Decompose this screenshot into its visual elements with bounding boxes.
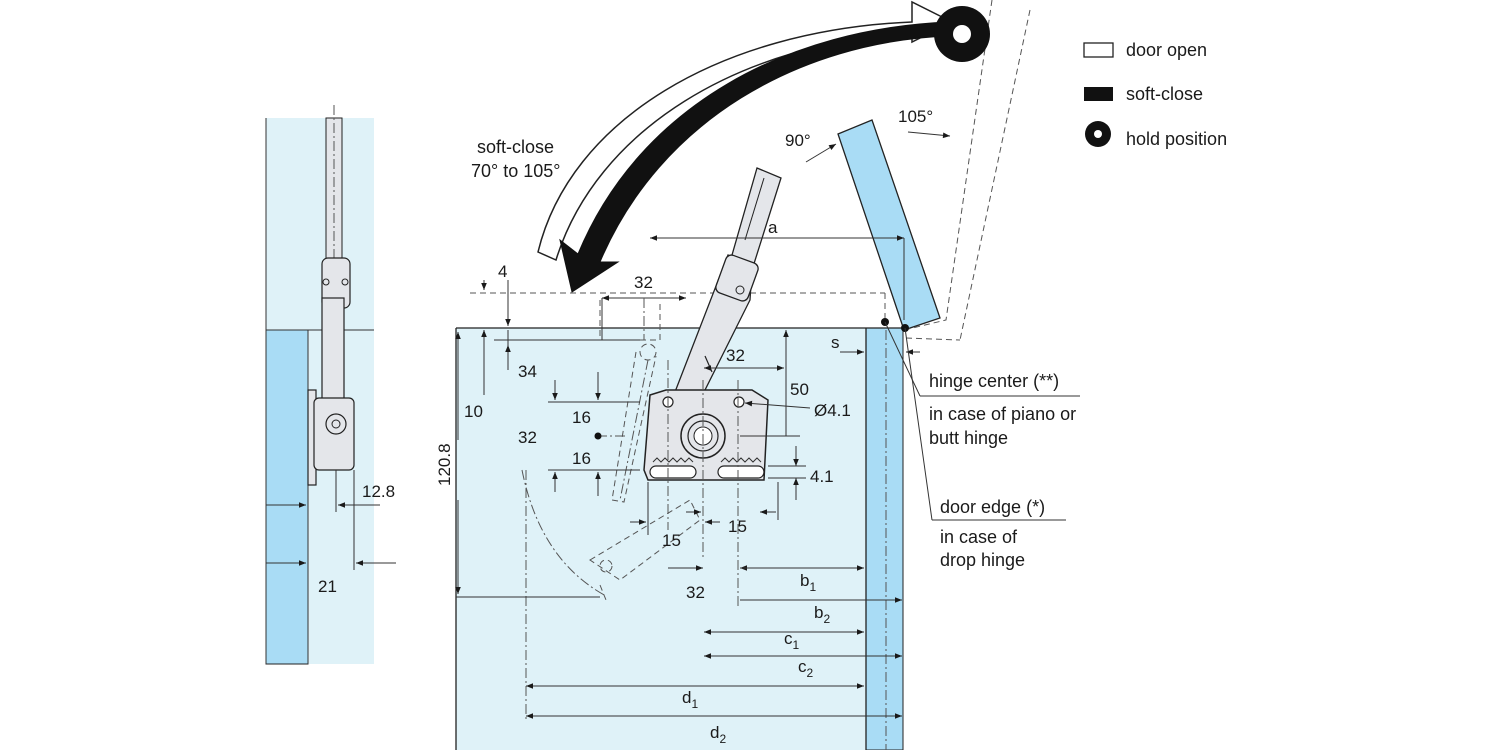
- side-door-panel: [265, 329, 309, 665]
- dim-32-left-label: 32: [518, 428, 537, 447]
- annotations: hinge center (**) in case of piano or bu…: [884, 321, 1080, 570]
- dim-34-label: 34: [518, 362, 537, 381]
- door-edge-note2: drop hinge: [940, 550, 1025, 570]
- lever-arm: [667, 167, 782, 421]
- legend-door-open-swatch: [1083, 42, 1114, 58]
- hinge-body: [643, 389, 769, 481]
- arc-label-line2: 70° to 105°: [471, 161, 560, 181]
- dim-4-label: 4: [498, 262, 507, 281]
- door-edge-label: door edge (*): [940, 497, 1045, 517]
- front-view: 4 10 34 120.8 32 a s 32: [435, 0, 1031, 750]
- dim-d2-label: d2: [710, 723, 726, 746]
- mounting-slot-right: [717, 465, 765, 479]
- dim-b1-label: b1: [800, 571, 816, 594]
- dim-c2-label: c2: [798, 657, 814, 680]
- open-door-90: [837, 119, 941, 331]
- dim-16-b-label: 16: [572, 449, 591, 468]
- dim-d1-label: d1: [682, 688, 698, 711]
- dim-10-label: 10: [464, 402, 483, 421]
- dim-120-8-label: 120.8: [435, 443, 454, 486]
- mounting-slot-left: [649, 465, 697, 479]
- legend-hold-position-label: hold position: [1126, 129, 1227, 149]
- dim-c1-label: c1: [784, 629, 800, 652]
- angle-90-label: 90°: [785, 131, 811, 150]
- legend: door open soft-close hold position: [1083, 40, 1227, 149]
- door-edge-note1: in case of: [940, 527, 1018, 547]
- dim-32-top-label: 32: [634, 273, 653, 292]
- legend-soft-close-label: soft-close: [1126, 84, 1203, 104]
- side-view: 12.8 21: [265, 105, 396, 665]
- dim-15-a-label: 15: [662, 531, 681, 550]
- motion-arcs: [537, 0, 990, 293]
- hinge-center-note2: butt hinge: [929, 428, 1008, 448]
- dim-b2-label: b2: [814, 603, 830, 626]
- dim-21-label: 21: [318, 577, 337, 596]
- dim-32-right-label: 32: [726, 346, 745, 365]
- closed-door-panel: [865, 327, 904, 750]
- dim-32-bottom-label: 32: [686, 583, 705, 602]
- dim-s-label: s: [831, 333, 840, 352]
- dim-15-b-label: 15: [728, 517, 747, 536]
- hinge-center-label: hinge center (**): [929, 371, 1059, 391]
- dim-16-a-label: 16: [572, 408, 591, 427]
- dim-12-8-label: 12.8: [362, 482, 395, 501]
- soft-close-arrow: [559, 21, 951, 293]
- legend-door-open-label: door open: [1126, 40, 1207, 60]
- dim-4-1-label: 4.1: [810, 467, 834, 486]
- dim-dia-4-1-label: Ø4.1: [814, 401, 851, 420]
- hinge-center-note1: in case of piano or: [929, 404, 1076, 424]
- legend-soft-close-swatch: [1084, 87, 1113, 101]
- dim-a-label: a: [768, 218, 778, 237]
- angle-105-label: 105°: [898, 107, 933, 126]
- dim-50-label: 50: [790, 380, 809, 399]
- arc-label-line1: soft-close: [477, 137, 554, 157]
